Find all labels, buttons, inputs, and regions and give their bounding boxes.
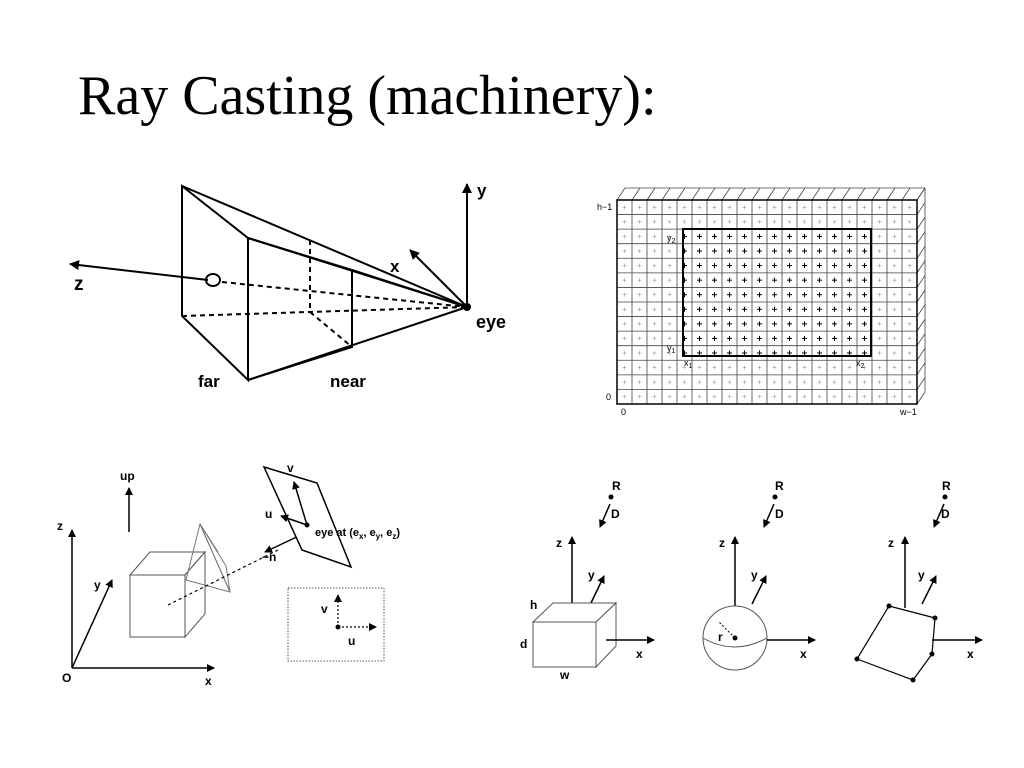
sphere-shape: R D z y r x (702, 479, 816, 671)
world-y-label: y (94, 578, 101, 592)
v-label: v (287, 461, 294, 475)
frustum-edge (351, 269, 468, 308)
ray-origin (608, 494, 614, 500)
h-minus-1-label: h−1 (597, 202, 612, 212)
ray-direction (763, 503, 775, 528)
sphere-r-label: R (775, 479, 784, 493)
box-shape: R D z y x h d w (520, 479, 655, 682)
ray-direction (933, 503, 945, 528)
zero-bottom-label: 0 (621, 407, 626, 417)
x-label: x (390, 257, 400, 276)
poly-z-label: z (888, 536, 894, 550)
box-y-label: y (588, 568, 595, 582)
box-y-axis (589, 575, 605, 606)
origin-label: O (62, 671, 71, 685)
x-axis-arrow (409, 249, 468, 308)
near-plane (247, 237, 353, 381)
y1-label: y1 (667, 343, 676, 355)
eye-point (304, 522, 310, 528)
shapes-figure: R D z y x h d w R D z y r x R D (510, 470, 990, 690)
box-z-label: z (556, 536, 562, 550)
view-ray (167, 549, 279, 606)
w-minus-1-label: w−1 (899, 407, 917, 417)
x1-label: x1 (684, 358, 693, 370)
image-plane (262, 465, 353, 569)
y2-label: y2 (667, 233, 676, 245)
eye-label: eye (476, 312, 506, 332)
poly-d-label: D (941, 507, 950, 521)
frustum-edge (247, 306, 468, 381)
pyramid (185, 522, 231, 593)
sphere-y-label: y (751, 568, 758, 582)
z-axis-arrow (69, 260, 209, 281)
far-label: far (198, 372, 220, 391)
eye-at-label: eye at (ex, ey, ez) (315, 527, 400, 541)
inset-u-label: u (348, 634, 355, 648)
minus-n-label: −n (262, 550, 276, 564)
polygon-shape: R D z y x (854, 479, 983, 683)
u-label: u (265, 507, 272, 521)
z-label: z (74, 274, 84, 295)
hidden-edge (181, 306, 468, 317)
up-label: up (120, 469, 135, 483)
box-d-dim-label: d (520, 637, 527, 651)
cube (128, 550, 207, 639)
ray-origin (772, 494, 778, 500)
hidden-edge (309, 311, 353, 348)
poly-r-label: R (942, 479, 951, 493)
subwindow-rect (682, 228, 872, 357)
box-x-label: x (636, 647, 643, 661)
pixel-grid-figure: h−1 y2 y1 0 0 x1 x2 w−1 (590, 182, 940, 422)
zero-left-label: 0 (606, 392, 611, 402)
uv-inset-box (287, 587, 385, 662)
grid-border (616, 199, 918, 405)
sphere-z-label: z (719, 536, 725, 550)
frustum-figure: z y x eye far near (60, 170, 540, 400)
world-y-axis (71, 579, 113, 669)
world-z-label: z (57, 519, 63, 533)
sphere-d-label: D (775, 507, 784, 521)
poly-y-axis (921, 575, 937, 605)
sample-marks (622, 205, 912, 399)
poly-x-label: x (967, 647, 974, 661)
sphere-x-label: x (800, 647, 807, 661)
ray-direction (599, 503, 611, 528)
ray-origin (942, 494, 948, 500)
world-x-label: x (205, 674, 212, 688)
box-h-label: h (530, 598, 537, 612)
u-vector (280, 514, 308, 526)
sphere-radius-label: r (718, 630, 723, 644)
box-r-label: R (612, 479, 621, 493)
eye-point (463, 303, 471, 311)
pixel-marker (205, 273, 221, 287)
box-w-label: w (559, 668, 570, 682)
near-label: near (330, 372, 366, 391)
poly-y-label: y (918, 568, 925, 582)
inset-v-label: v (321, 602, 328, 616)
y-label: y (477, 181, 487, 200)
inset-center (335, 624, 341, 630)
far-plane (181, 183, 249, 383)
sphere-y-axis (751, 575, 767, 605)
v-vector (292, 481, 308, 526)
slide-title: Ray Casting (machinery): (78, 65, 657, 127)
frustum-edge (181, 185, 468, 308)
x2-label: x2 (856, 358, 865, 370)
grid-depth-edge (616, 187, 926, 405)
box-d-label: D (611, 507, 620, 521)
camera-figure: z y x O up −n v u eye at (ex, ey, ez) v … (50, 460, 450, 690)
